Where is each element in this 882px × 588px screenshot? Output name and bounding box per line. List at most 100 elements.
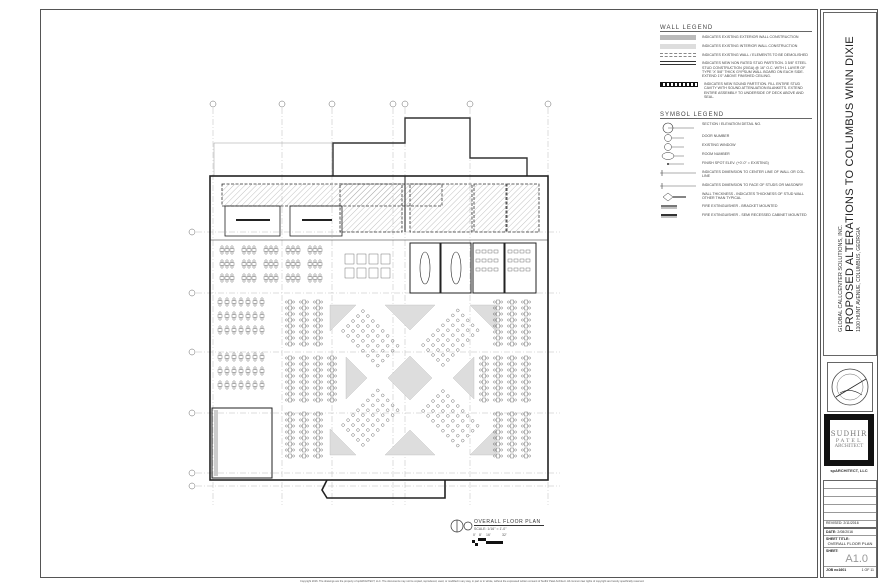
chair: [346, 334, 350, 338]
chair: [366, 354, 370, 358]
chair: [313, 398, 316, 402]
chair: [451, 429, 455, 433]
workstation-row: [307, 259, 323, 269]
chair: [260, 366, 264, 370]
desk: [482, 355, 486, 361]
chair: [264, 251, 268, 255]
desk: [251, 262, 257, 266]
revised-row: REVISED: 2/11/2016: [824, 521, 876, 528]
desk: [290, 248, 296, 252]
desk: [510, 397, 514, 403]
chair: [230, 273, 234, 277]
chair: [318, 265, 322, 269]
desk: [510, 341, 514, 347]
desk: [344, 267, 355, 279]
chair: [446, 394, 450, 398]
demolition-rooms: [221, 183, 540, 233]
chair: [252, 245, 256, 249]
desk: [273, 276, 279, 280]
chair: [285, 342, 288, 346]
chair: [225, 317, 229, 321]
chair: [291, 279, 295, 283]
chair: [456, 424, 460, 428]
chair: [230, 251, 234, 255]
chair: [351, 423, 355, 427]
chair: [351, 433, 355, 437]
grid-bubble: [188, 348, 196, 356]
column-grid-lines: [196, 108, 560, 505]
chair: [381, 413, 385, 417]
chair: [291, 273, 295, 277]
desk: [288, 417, 292, 423]
chair: [313, 336, 316, 340]
chair: [306, 312, 309, 316]
chair: [327, 356, 330, 360]
desk: [312, 276, 318, 280]
grid-bubble: [188, 289, 196, 297]
chair: [292, 386, 295, 390]
chair: [285, 436, 288, 440]
chair: [264, 245, 268, 249]
workstation-column: [521, 299, 531, 347]
chair: [486, 392, 489, 396]
chair: [493, 324, 496, 328]
chair: [230, 259, 234, 263]
desk: [496, 311, 500, 317]
desk: [312, 248, 318, 252]
desk: [219, 276, 225, 280]
grid-bubble: [544, 100, 552, 108]
chair: [461, 409, 465, 413]
workstation-row: [217, 325, 265, 335]
chair: [521, 356, 524, 360]
chair: [500, 392, 503, 396]
desk: [316, 423, 320, 429]
desk: [316, 317, 320, 323]
desk: [316, 305, 320, 311]
legend-text: FIRE EXTINGUISHER - SEMI RECESSED CABINE…: [702, 213, 807, 218]
chair: [395, 344, 400, 348]
chair: [361, 329, 365, 333]
chair: [366, 314, 370, 318]
chair: [299, 362, 302, 366]
chair: [285, 424, 288, 428]
workstation-column: [507, 299, 517, 347]
chair: [299, 392, 302, 396]
desk: [481, 267, 487, 272]
chair: [493, 448, 496, 452]
chair: [306, 356, 309, 360]
legend-text: FIRE EXTINGUISHER - BRACKET MOUNTED: [702, 204, 778, 209]
workstation-column: [521, 355, 531, 403]
project-name: PROPOSED ALTERATIONS TO COLUMBUS WINN DI…: [844, 36, 856, 332]
chair: [285, 430, 288, 434]
fire-extinguisher-bracket-icon: [660, 204, 696, 209]
chair: [299, 324, 302, 328]
chair: [471, 419, 475, 423]
chair: [479, 374, 482, 378]
chair: [446, 328, 450, 332]
chair: [269, 259, 273, 263]
chair: [466, 434, 470, 438]
chair: [296, 265, 300, 269]
chair: [528, 330, 531, 334]
desk: [482, 385, 486, 391]
desk: [316, 447, 320, 453]
desk: [259, 355, 265, 359]
plan-scale: SCALE: 1/16" = 1'-0": [474, 527, 507, 531]
chair: [479, 392, 482, 396]
desk: [510, 385, 514, 391]
chair: [471, 429, 475, 433]
chair: [436, 394, 440, 398]
door-number-icon: [660, 134, 696, 142]
chair: [320, 424, 323, 428]
chair: [299, 356, 302, 360]
chair: [313, 418, 316, 422]
chair: [225, 372, 229, 376]
demolish-wall-swatch: [660, 53, 696, 58]
grid-bubble: [328, 100, 336, 108]
chair: [253, 311, 257, 315]
desk: [302, 417, 306, 423]
chair: [507, 380, 510, 384]
chair: [320, 454, 323, 458]
chair: [446, 338, 450, 342]
desk: [524, 411, 528, 417]
